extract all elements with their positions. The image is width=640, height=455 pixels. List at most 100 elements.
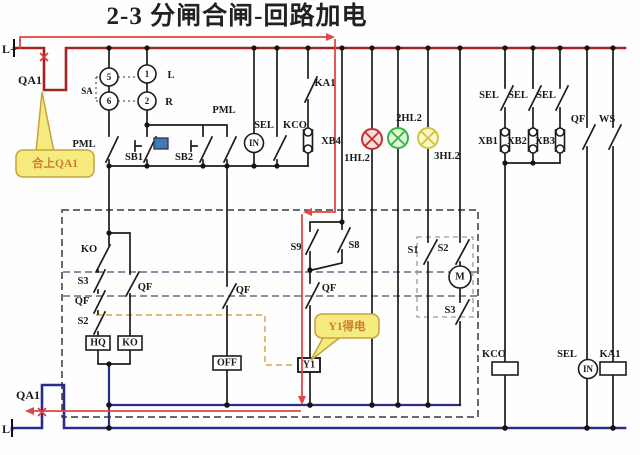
hq-coil-text: HQ: [90, 338, 106, 349]
outer-dashed-box: [61, 209, 479, 418]
contact-s3-left: [92, 268, 107, 294]
in-top-text: IN: [249, 138, 260, 148]
sa-terminal-6: 6: [107, 96, 112, 106]
xb3-label: XB3: [535, 136, 555, 147]
s9-label: S9: [290, 242, 301, 253]
contact-sel3: [554, 84, 570, 112]
s2-left-label: S2: [77, 316, 88, 327]
y1-coil-box: [297, 357, 321, 373]
junction-dots: [106, 45, 616, 431]
motor-dashed-box: [416, 236, 474, 318]
qa1-top-label: QA1: [18, 73, 42, 87]
sb2-label: SB2: [175, 152, 193, 163]
qa1-bottom-label: QA1: [16, 388, 40, 402]
ko-coil-box: [117, 335, 143, 351]
kco-coil-label: KCO: [482, 349, 506, 360]
pml-left-label: PML: [72, 139, 95, 150]
s1-label: S1: [407, 245, 418, 256]
ko-contact-label: KO: [81, 244, 97, 255]
positive-rail: [12, 46, 627, 92]
qa1-closed-mark-top: [39, 52, 49, 62]
orange-route: [96, 314, 296, 366]
power-rails: [10, 39, 627, 437]
contact-s8: [336, 226, 352, 254]
contact-s1: [422, 238, 439, 266]
sel-bottom-label: SEL: [557, 349, 577, 360]
sa-label: SA: [81, 86, 93, 96]
callout-close-qa1: [15, 149, 95, 178]
qf-left-label: QF: [75, 296, 90, 307]
sa-mechanical-link: [95, 76, 138, 102]
hq-coil-box: [85, 335, 111, 351]
contact-sb2: [198, 135, 214, 164]
lamp-3hl2: [417, 127, 439, 149]
callout-pointer-y1: [310, 335, 345, 361]
contact-ws: [607, 123, 623, 151]
l-minus-label: L-: [2, 422, 14, 436]
wire-lamp-columns: [371, 47, 429, 406]
wire-sa-section: [108, 47, 228, 137]
s8-label: S8: [348, 240, 359, 251]
wires: [97, 47, 614, 429]
qf-off-label: QF: [236, 285, 251, 296]
qf-right-label: QF: [571, 114, 586, 125]
highlight-mid: [311, 39, 336, 213]
wire-y1-branch: [309, 47, 343, 406]
wire-sel-columns: [504, 47, 561, 429]
page-title: 2-3 分闸合闸-回路加电: [107, 1, 368, 30]
contact-s2-motor: [454, 238, 471, 266]
sa-pos-l-label: L: [167, 70, 174, 81]
s2-motor-label: S2: [437, 243, 448, 254]
xb2-link: [527, 127, 539, 154]
lamp-1hl2: [361, 128, 383, 150]
sb2-actuator: [190, 140, 198, 152]
off-coil-box: [212, 355, 242, 371]
xb3-link: [554, 127, 566, 154]
motor-device: [448, 265, 472, 289]
pml-right-label: PML: [212, 105, 235, 116]
sa-terminal-1: 1: [145, 69, 150, 79]
contact-pml-right: [222, 135, 238, 164]
contact-kco-top: [272, 134, 288, 162]
ka1-coil-box: [599, 361, 627, 376]
contact-pml-left: [104, 135, 120, 164]
motor-text: M: [455, 272, 465, 283]
highlight-top: [19, 36, 327, 49]
sa-terminal-1-circle: [137, 64, 157, 84]
arrow-right-icon: [326, 33, 335, 41]
contact-sel2: [527, 84, 543, 112]
lamp-2hl2-label: 2HL2: [396, 113, 422, 124]
arrow-left-icon: [303, 208, 312, 216]
kco-top-label: KCO: [283, 120, 307, 131]
sel1-label: SEL: [479, 90, 499, 101]
contact-s2-left: [92, 310, 107, 336]
contact-qf-parallel: [124, 270, 141, 298]
contacts: [92, 75, 623, 336]
ws-label: WS: [599, 114, 616, 125]
sb1-label: SB1: [125, 152, 143, 163]
contact-qf-y1: [304, 281, 321, 310]
xb4-label: XB4: [321, 136, 342, 147]
callout-close-qa1-text: 合上QA1: [32, 156, 78, 170]
xb1-link: [499, 127, 511, 154]
callout-pointer-qa1: [35, 91, 55, 153]
contact-sel1: [499, 84, 515, 112]
in-bottom-text: IN: [583, 364, 594, 374]
wire-left-branch-a: [97, 165, 131, 365]
sel3-label: SEL: [536, 90, 556, 101]
contact-ko: [94, 243, 112, 274]
ka1-top-label: KA1: [315, 78, 336, 89]
s3-left-label: S3: [77, 276, 88, 287]
qf-y1-label: QF: [322, 283, 337, 294]
sa-terminal-2-circle: [137, 91, 157, 111]
sel-in-device-bottom: [577, 358, 599, 380]
contact-qf-right: [581, 123, 597, 151]
contact-s9: [304, 228, 320, 256]
l-plus-label: L+: [2, 42, 17, 56]
sa-terminal-5: 5: [107, 72, 112, 82]
sa-terminal-2: 2: [145, 96, 150, 106]
off-coil-text: OFF: [217, 358, 237, 369]
sel-in-device-top: [243, 132, 265, 154]
blue-marker: [153, 137, 169, 150]
